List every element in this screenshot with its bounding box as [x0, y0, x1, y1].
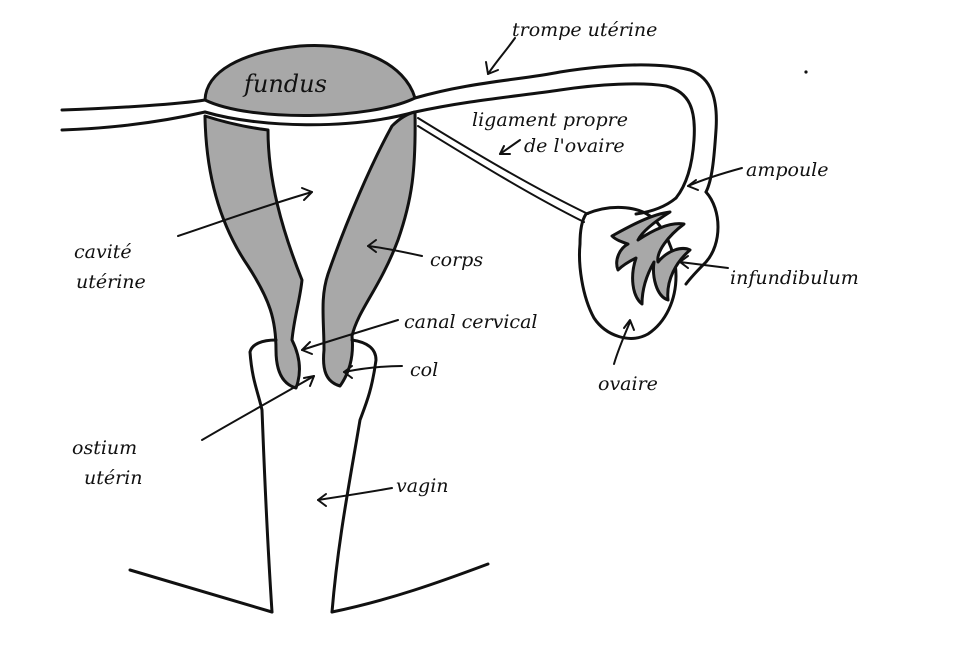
arrow-ampoule-head — [687, 179, 699, 191]
right-cervix-outline — [330, 338, 378, 614]
right-uterine-wall — [321, 110, 417, 388]
label-ampoule: ampoule — [746, 159, 829, 181]
label-cavite-line1: cavité — [74, 241, 132, 263]
arrow-trompe-head — [485, 61, 499, 75]
label-trompe: trompe utérine — [512, 19, 657, 41]
arrow-ovaire-head — [623, 319, 635, 331]
right-pelvic-curve — [330, 562, 490, 614]
arrow-corps-head — [367, 239, 377, 253]
arrow-canal-head — [301, 341, 313, 355]
arrow-canal — [301, 319, 399, 351]
fundus-region — [203, 44, 417, 118]
arrow-infundibulum-head — [679, 255, 689, 269]
right-tube-lower-outline — [413, 82, 696, 200]
label-col: col — [410, 359, 438, 381]
arrow-vagin — [317, 487, 393, 501]
left-tube-upper-outline — [60, 98, 207, 112]
label-ostium-line1: ostium — [72, 437, 137, 459]
label-corps: corps — [430, 249, 483, 271]
label-canal-cervical: canal cervical — [404, 311, 537, 333]
label-fundus: fundus — [242, 70, 327, 98]
ampoule-outline — [684, 190, 720, 286]
arrow-ligament — [499, 139, 521, 155]
arrow-infundibulum — [679, 261, 729, 269]
left-tube-lower-outline — [60, 110, 207, 132]
uterus-inner-top-outline — [203, 110, 417, 127]
label-vagin: vagin — [396, 475, 449, 497]
right-tube-upper-outline — [413, 63, 718, 194]
ink-dot — [804, 70, 808, 74]
arrow-vagin-head — [317, 493, 327, 507]
arrow-col-head — [343, 365, 353, 379]
arrow-ovaire — [613, 321, 631, 365]
label-ostium-line2: utérin — [84, 467, 143, 489]
arrow-ampoule — [687, 167, 743, 187]
label-ovaire: ovaire — [598, 373, 658, 395]
arrow-corps — [367, 245, 423, 257]
fimbriae — [610, 210, 692, 306]
ovarian-ligament-line-a — [417, 117, 589, 215]
arrow-trompe — [487, 37, 516, 75]
arrow-ostium-head — [303, 375, 315, 387]
arrow-cavite-head — [301, 187, 313, 201]
left-uterine-wall — [203, 114, 304, 390]
arrow-ostium — [201, 375, 315, 441]
ampoule-inner-outline — [634, 196, 678, 216]
left-cervix-outline — [248, 338, 278, 614]
label-infundibulum: infundibulum — [730, 267, 859, 289]
label-cavite-line2: utérine — [76, 271, 146, 293]
left-pelvic-curve — [128, 568, 274, 614]
arrow-col — [343, 365, 403, 373]
arrow-cavite — [177, 191, 313, 237]
ovarian-ligament-line-b — [417, 125, 585, 223]
label-ligament-line1: ligament propre — [472, 109, 628, 131]
arrow-ligament-head — [499, 145, 511, 155]
label-ligament-line2: de l'ovaire — [524, 135, 625, 157]
